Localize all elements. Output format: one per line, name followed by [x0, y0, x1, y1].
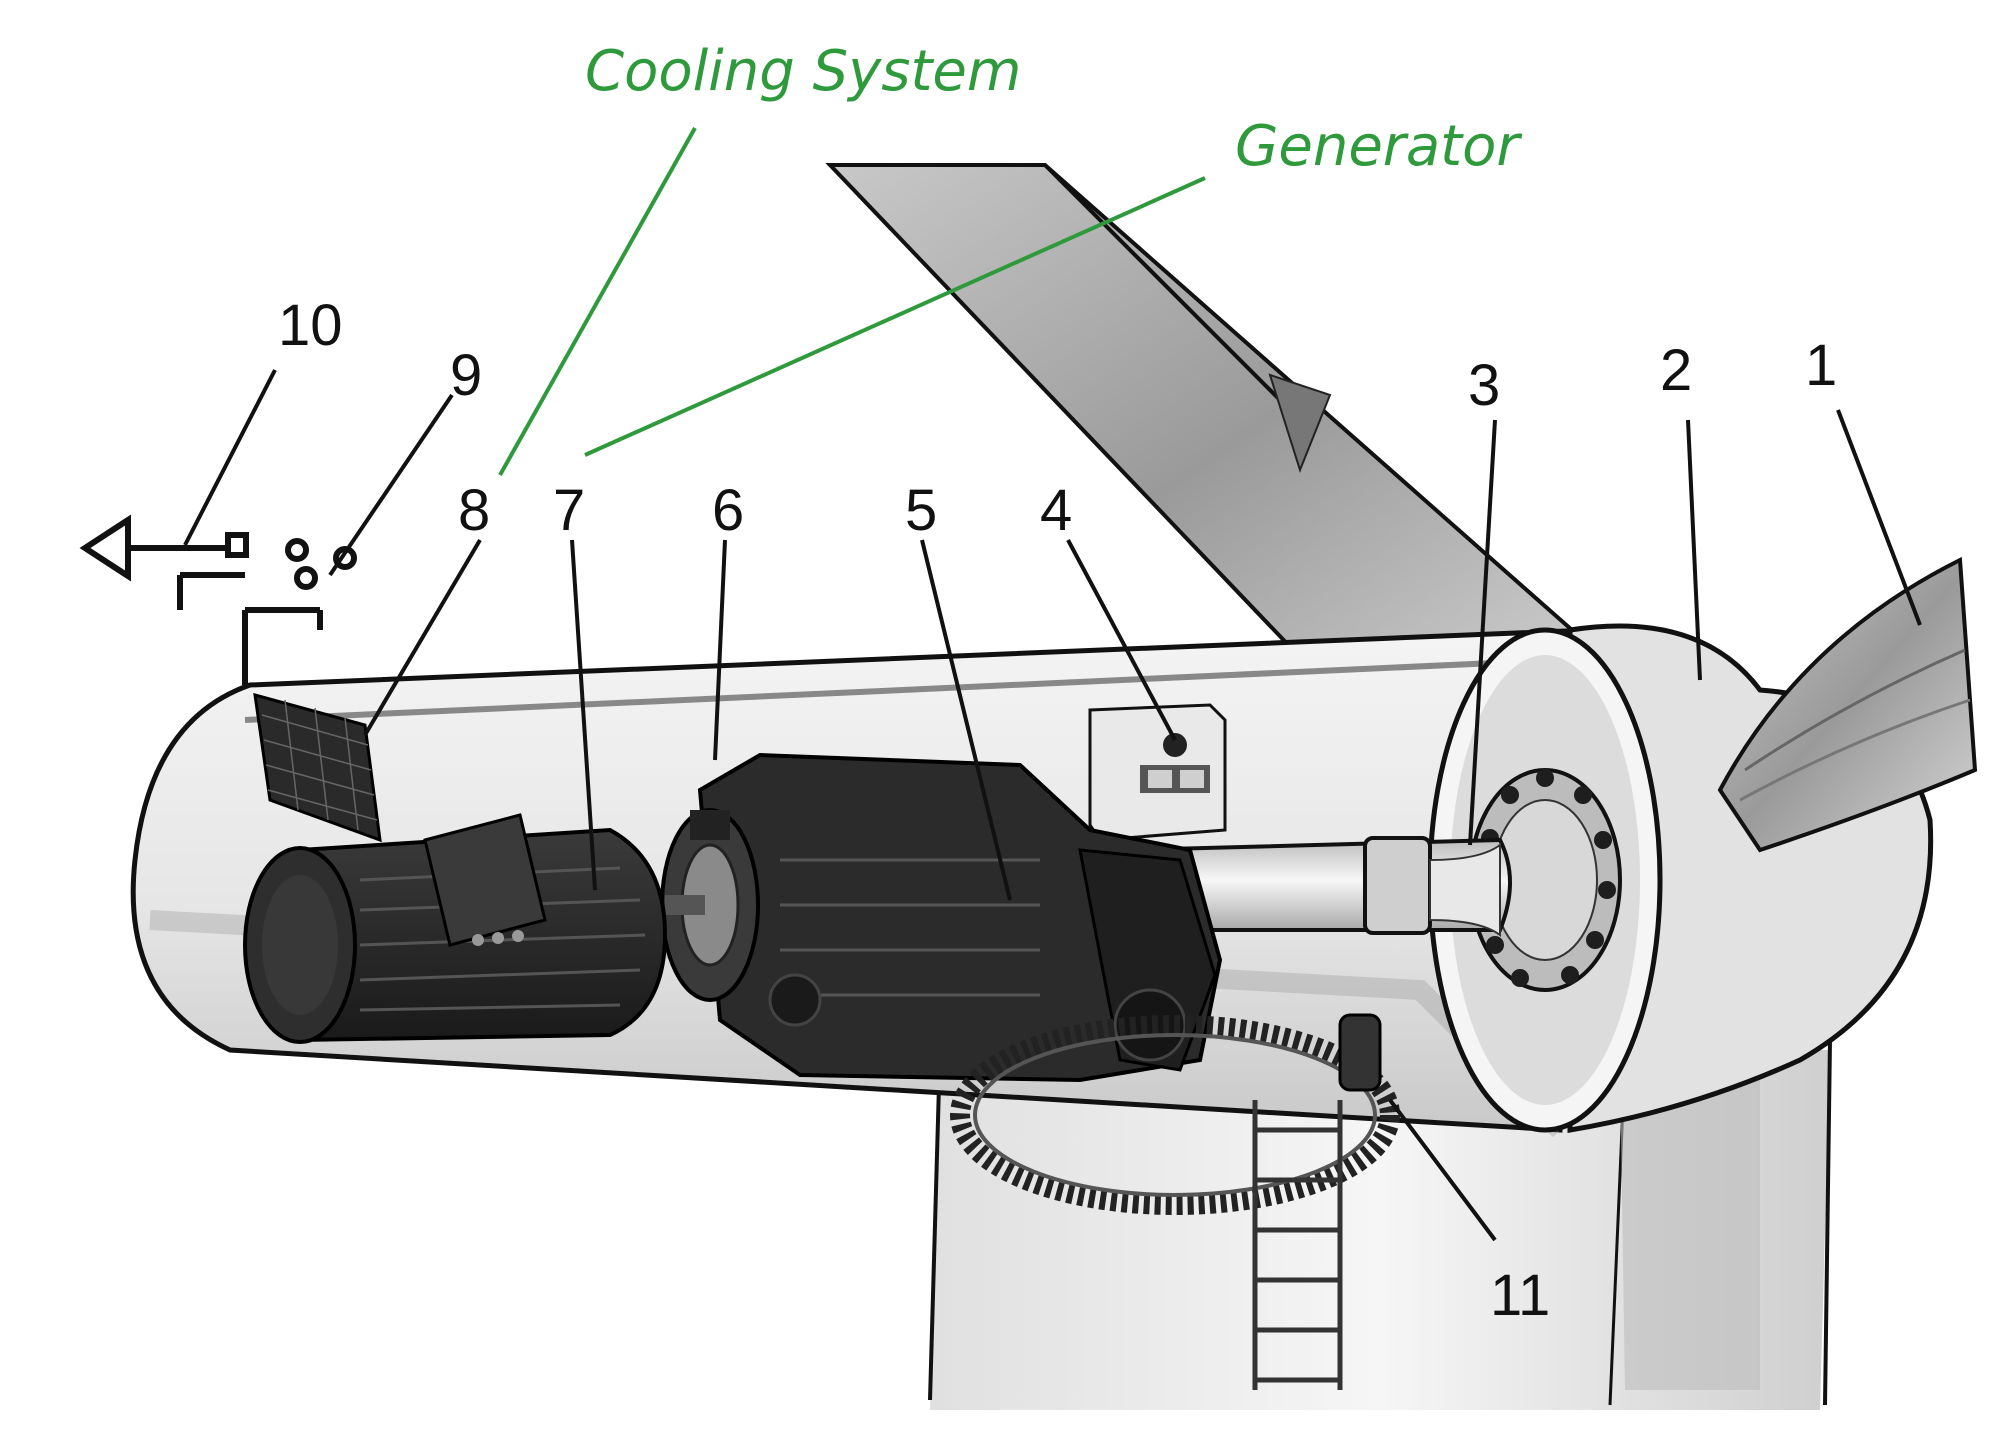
- label-11: 11: [1490, 1263, 1550, 1328]
- wind-vane-anemometer: [79, 514, 357, 685]
- main-shaft: [1128, 836, 1512, 937]
- label-6: 6: [712, 478, 744, 543]
- right-blade: [1717, 556, 1978, 853]
- yaw-ring: [950, 1013, 1400, 1215]
- tower: [928, 1039, 1832, 1410]
- gearbox: [697, 752, 1223, 1083]
- annotation-cooling-system: Cooling System: [585, 39, 1021, 104]
- tower-ladder: [1252, 1100, 1343, 1390]
- label-2: 2: [1660, 338, 1692, 403]
- label-1: 1: [1805, 333, 1837, 398]
- upper-blade: [825, 163, 1645, 723]
- annotation-generator: Generator: [1235, 114, 1522, 179]
- label-9: 9: [450, 343, 482, 408]
- label-8: 8: [458, 478, 490, 543]
- cooling-radiator: [253, 692, 382, 843]
- generator: [243, 813, 668, 1044]
- label-7: 7: [553, 478, 585, 543]
- controller-cabinet: [1088, 703, 1227, 842]
- brake-disc: [660, 808, 760, 1002]
- leader-lines: [183, 369, 1922, 1242]
- label-4: 4: [1040, 478, 1072, 543]
- number-labels: 1 2 3 4 5 6 7 8 9 10 11: [278, 293, 1837, 1328]
- label-5: 5: [905, 478, 937, 543]
- label-10: 10: [278, 293, 343, 358]
- annotation-lines: [498, 127, 1206, 476]
- label-3: 3: [1468, 353, 1500, 418]
